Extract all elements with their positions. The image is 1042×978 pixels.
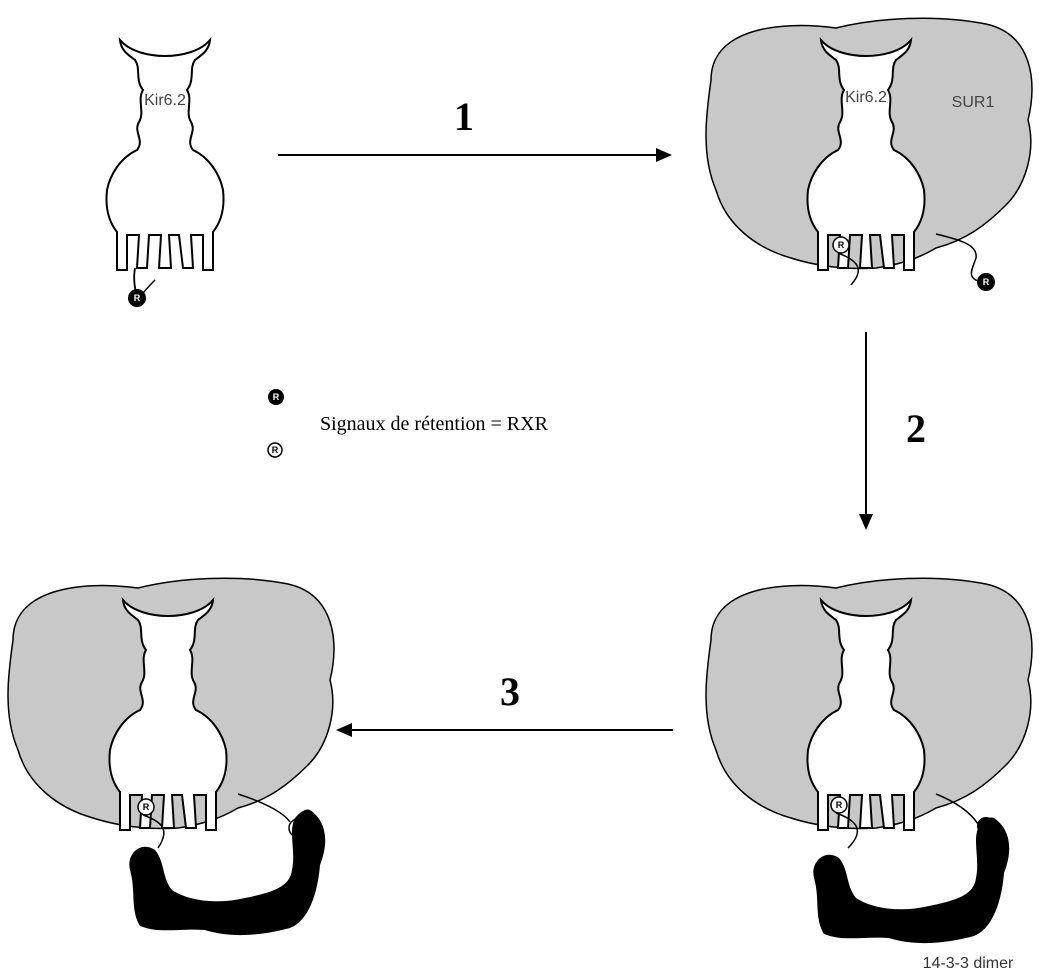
legend-masked-symbol: R: [268, 443, 282, 457]
svg-text:R: R: [272, 445, 279, 455]
retention-signal-masked-3: R: [831, 797, 847, 813]
kir62-label-2: Kir6.2: [845, 89, 887, 106]
legend: R R Signaux de rétention = RXR: [268, 389, 549, 457]
svg-text:R: R: [983, 277, 990, 287]
arrow-step-2: [859, 332, 873, 530]
complex-with-dimer-right: R R: [706, 578, 1032, 943]
retention-signal-masked-4a: R: [138, 799, 154, 815]
legend-active-symbol: R: [268, 389, 284, 405]
complex-with-dimer-left: R R: [8, 578, 334, 935]
svg-text:R: R: [143, 802, 150, 812]
retention-signal-active: R: [128, 289, 146, 307]
legend-text: Signaux de rétention = RXR: [320, 413, 549, 435]
arrow-step-1: [278, 148, 672, 162]
dimer-14-3-3-right: [813, 817, 1009, 943]
retention-signal-masked: R: [833, 237, 849, 253]
kir62-alone: Kir6.2 R: [106, 40, 223, 307]
kir62-sur1-complex: Kir6.2 SUR1 R R: [706, 18, 1032, 291]
svg-text:R: R: [134, 293, 141, 303]
step-label-2: 2: [906, 406, 926, 451]
step-label-3: 3: [500, 669, 520, 714]
sur1-label: SUR1: [952, 94, 995, 111]
svg-text:R: R: [838, 240, 845, 250]
arrow-step-3: [336, 723, 673, 737]
kir62-label-1: Kir6.2: [144, 92, 186, 109]
svg-text:R: R: [836, 800, 843, 810]
svg-text:R: R: [273, 392, 280, 402]
dimer-label: 14-3-3 dimer: [923, 955, 1014, 972]
step-label-1: 1: [454, 94, 474, 139]
retention-signal-active-sur1: R: [977, 273, 995, 291]
